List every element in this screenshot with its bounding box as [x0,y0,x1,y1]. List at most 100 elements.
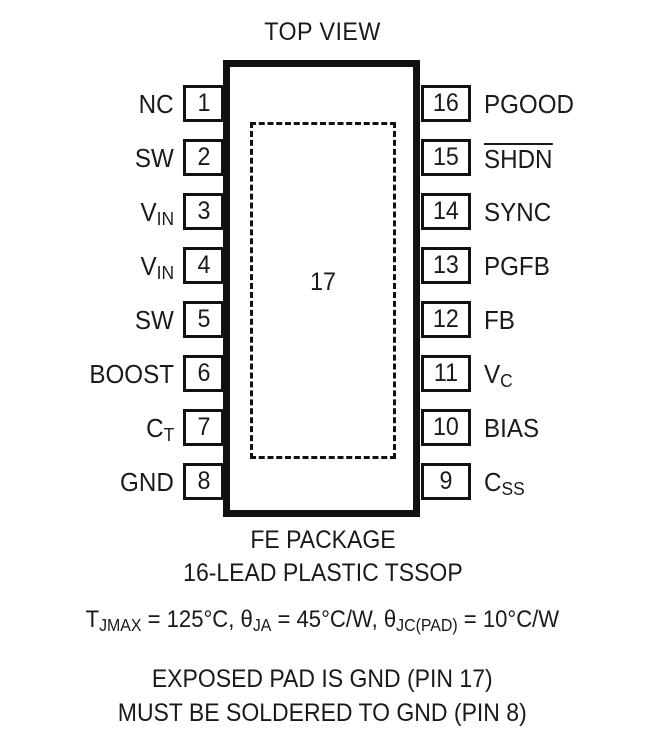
pin-number-12: 12 [433,305,459,333]
pin-box-1[interactable]: 1 [183,85,224,122]
pin-box-13[interactable]: 13 [421,247,471,284]
pin-label-text-10: BIAS [484,415,539,441]
pin-box-7[interactable]: 7 [183,409,224,446]
tjmax-value: = 125°C, [141,606,241,633]
pin-label-4: VIN [138,247,174,284]
pin-label-6: BOOST [83,355,174,392]
pin-number-15: 15 [433,143,459,171]
pin-label-base: GND [120,466,174,497]
pin-label-base: BOOST [89,358,174,389]
pin-number-4: 4 [197,251,210,279]
pin-label-1: NC [136,85,174,122]
pin-label-base: SW [135,142,174,173]
exposed-pad-note-1: EXPOSED PAD IS GND (PIN 17) [0,665,645,693]
pin-number-5: 5 [197,305,210,333]
pin-label-text-7: CT [145,412,174,445]
lead-description-text: 16-LEAD PLASTIC TSSOP [182,559,463,587]
top-view-title: TOP VIEW [264,18,381,46]
pin-label-base: C [484,466,502,497]
pin-label-text-5: SW [135,307,174,333]
pin-label-base: C [145,412,164,443]
pin-box-12[interactable]: 12 [421,301,471,338]
pin-label-8: GND [116,463,174,500]
tjmax-symbol: T [85,606,100,633]
pin-box-15[interactable]: 15 [421,139,471,176]
tjmax-subscript: JMAX [99,615,142,636]
pin-label-base: V [140,250,157,281]
pin-label-text-9: CSS [484,466,525,499]
pin-label-base: PGFB [484,250,550,281]
pin-number-2: 2 [197,143,210,171]
pin-label-10: BIAS [484,409,543,446]
theta-ja-symbol: θ [240,606,253,633]
pin-box-10[interactable]: 10 [421,409,471,446]
pin-number-7: 7 [197,413,210,441]
theta-ja-subscript: JA [252,615,272,636]
theta-ja-value: = 45°C/W, [271,606,385,633]
pin-label-7: CT [144,409,174,446]
pin-box-8[interactable]: 8 [183,463,224,500]
theta-jc-symbol: θ [384,606,397,633]
pin-label-15: SHDN [484,139,558,176]
pin-label-text-16: PGOOD [484,91,574,117]
pin-label-text-8: GND [120,469,174,495]
pin-label-base: FB [484,304,515,335]
pin-number-16: 16 [433,89,459,117]
pin-number-1: 1 [197,89,210,117]
pin-label-2: SW [132,139,174,176]
pin-label-base: SW [135,304,174,335]
pin-label-text-13: PGFB [484,253,550,279]
pin-label-base: V [140,196,157,227]
pin-label-5: SW [132,301,174,338]
pin-label-text-2: SW [135,145,174,171]
lead-description-caption: 16-LEAD PLASTIC TSSOP [0,559,645,587]
pin-number-8: 8 [197,467,210,495]
thermal-specs-caption: TJMAX = 125°C, θJA = 45°C/W, θJC(PAD) = … [0,606,645,636]
package-name-text: FE PACKAGE [249,526,396,554]
pin-number-10: 10 [433,413,459,441]
package-name-caption: FE PACKAGE [0,526,645,554]
pin-box-6[interactable]: 6 [183,355,224,392]
pin-label-text-15: SHDN [484,143,553,172]
pin-number-9: 9 [439,467,453,495]
pin-label-subscript: IN [156,262,174,284]
exposed-pad-number: 17 [310,268,336,296]
pin-label-text-12: FB [484,307,515,333]
pin-label-9: CSS [484,463,528,500]
pin-label-12: FB [484,301,517,338]
pin-label-text-4: VIN [140,250,174,283]
pin-number-13: 13 [433,251,459,279]
pin-label-16: PGOOD [484,85,581,122]
pin-box-2[interactable]: 2 [183,139,224,176]
active-low-overline: SHDN [484,143,553,172]
pin-box-9[interactable]: 9 [421,463,471,500]
pin-box-5[interactable]: 5 [183,301,224,338]
pin-number-6: 6 [197,359,210,387]
pin-label-14: SYNC [484,193,556,230]
pin-label-subscript: SS [501,478,525,500]
theta-jc-value: = 10°C/W [457,606,560,633]
pin-label-subscript: C [500,370,513,392]
pin-box-11[interactable]: 11 [421,355,471,392]
pin-label-base: PGOOD [484,88,575,119]
thermal-specs-text: TJMAX = 125°C, θJA = 45°C/W, θJC(PAD) = … [85,606,560,636]
pin-box-4[interactable]: 4 [183,247,224,284]
pin-label-text-3: VIN [140,196,174,229]
pin-label-text-6: BOOST [89,361,174,387]
pin-label-base: SYNC [484,196,552,227]
pin-number-3: 3 [197,197,210,225]
pin-box-3[interactable]: 3 [183,193,224,230]
pin-label-base: NC [139,88,174,119]
exposed-pad-note-1-text: EXPOSED PAD IS GND (PIN 17) [152,665,493,693]
pin-label-text-14: SYNC [484,199,551,225]
pin-label-subscript: T [163,424,174,446]
pin-label-text-11: VC [484,358,513,391]
pin-label-11: VC [484,355,515,392]
exposed-pad-note-2: MUST BE SOLDERED TO GND (PIN 8) [0,700,645,727]
pin-number-14: 14 [433,197,459,225]
pin-label-base: V [484,358,501,389]
pin-label-3: VIN [138,193,174,230]
pin-box-14[interactable]: 14 [421,193,471,230]
pin-box-16[interactable]: 16 [421,85,471,122]
